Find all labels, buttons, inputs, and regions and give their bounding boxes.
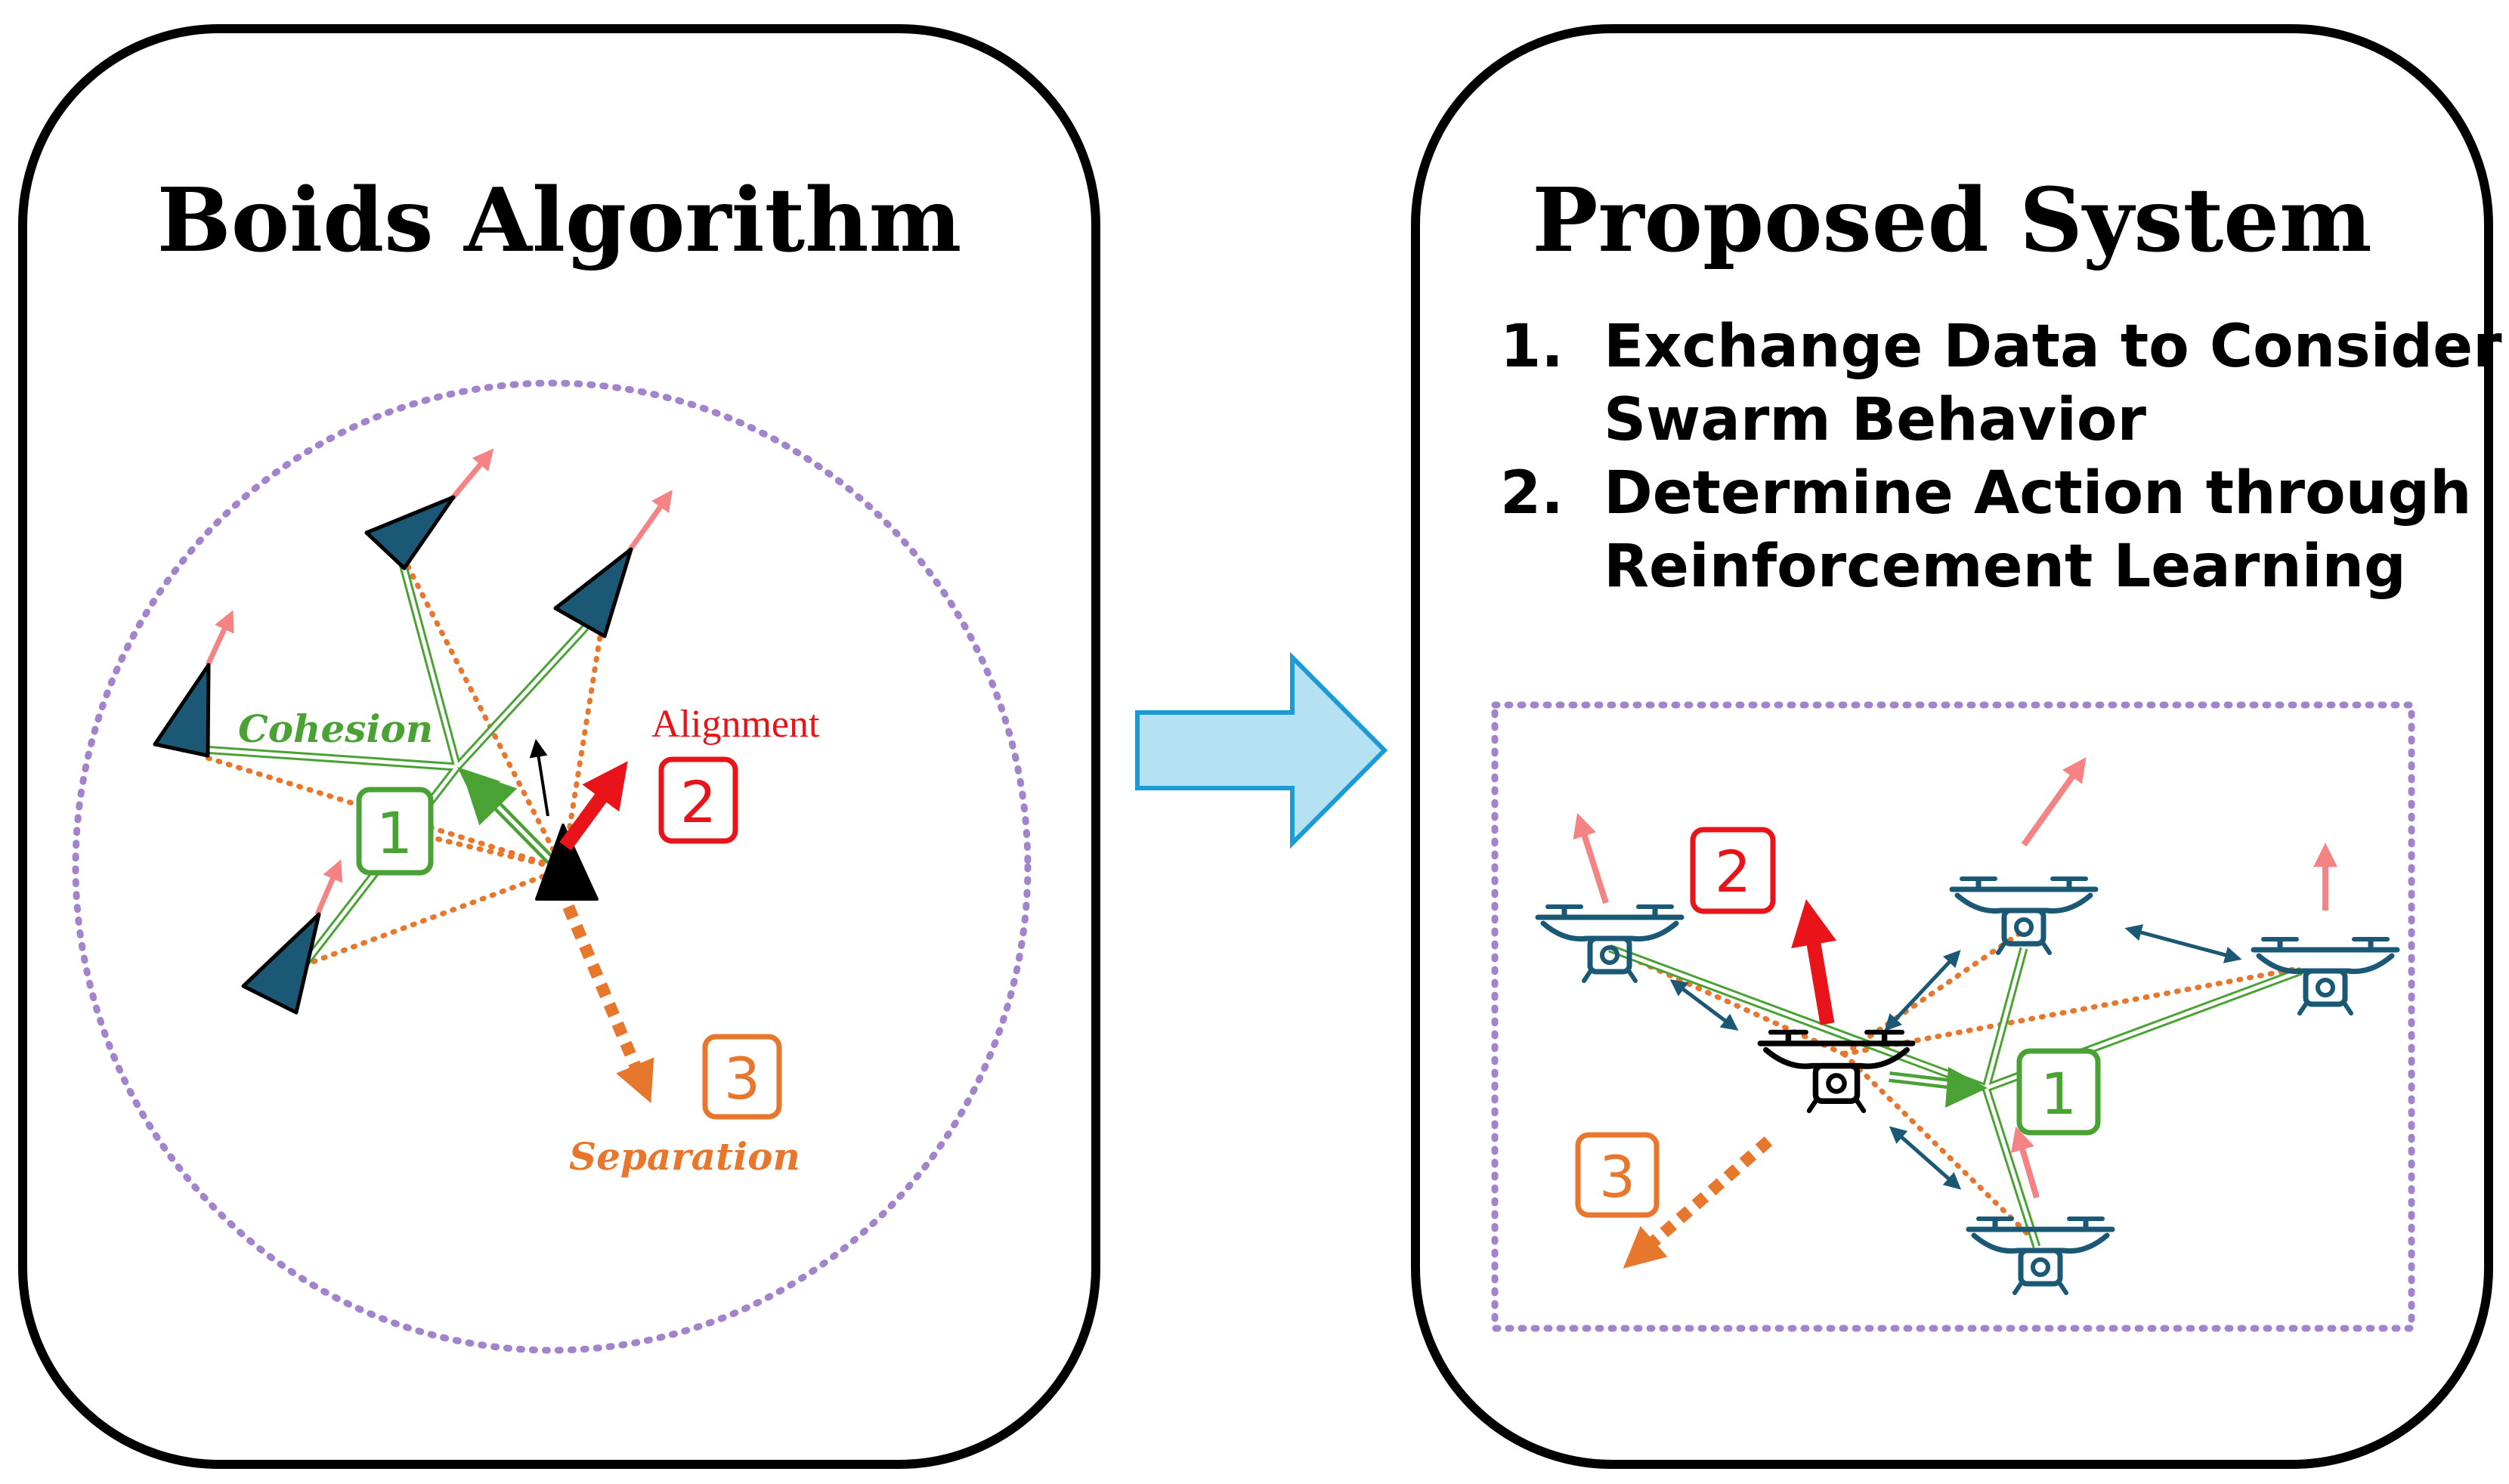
alignment-label: Alignment [651,703,820,746]
alignment-arrow [1791,899,1837,1025]
list-item-2-line1: Determine Action through [1604,459,2472,527]
svg-text:2: 2 [1715,838,1751,905]
right-panel: Proposed System 1. Exchange Data to Cons… [1411,24,2502,1469]
right-panel-frame [1411,24,2493,1469]
left-panel: Boids Algorithm [18,24,1100,1469]
cohesion-arrow [1889,1067,1988,1108]
cohesion-label: Cohesion [238,706,433,751]
heading-arrows [1573,757,2337,1199]
badge-alignment: 2 [1690,827,1776,914]
objectives-list: 1. Exchange Data to Consider Swarm Behav… [1500,313,2502,601]
svg-text:3: 3 [1599,1143,1635,1210]
badge-alignment: 2 [658,756,738,844]
svg-text:1: 1 [2040,1060,2077,1127]
left-panel-frame [18,24,1100,1469]
separation-arrow [1623,1136,1773,1269]
badge-separation: 3 [1575,1132,1660,1218]
list-item-1-number: 1. [1500,313,1564,381]
separation-label: Separation [569,1134,800,1179]
cohesion-arrow [457,767,559,869]
list-item-1-line2: Swarm Behavior [1604,386,2146,454]
alignment-arrow [559,761,628,851]
list-item-2-line2: Reinforcement Learning [1604,533,2406,601]
focal-boid-triangle-icon [535,824,599,901]
heading-arrows [205,448,673,916]
neighbor-boids [153,495,633,1015]
boid-triangle-icon [153,663,211,758]
right-arrow-icon [1135,651,1388,849]
data-exchange-arrows [1669,924,2242,1190]
neighborhood-boundary [72,379,1032,1354]
badge-separation: 3 [702,1034,782,1120]
badge-cohesion: 1 [2016,1048,2101,1136]
list-item-1-line1: Exchange Data to Consider [1604,313,2502,381]
left-panel-title: Boids Algorithm [157,169,962,272]
boid-triangle-icon [241,912,321,1015]
svg-text:2: 2 [680,768,716,836]
badge-cohesion: 1 [356,787,434,876]
boid-triangle-icon [364,495,456,570]
list-item-2-number: 2. [1500,459,1564,527]
focal-heading-arrow [529,738,549,817]
right-panel-title: Proposed System [1532,169,2371,272]
svg-text:1: 1 [376,799,413,867]
boid-triangle-icon [553,547,633,638]
svg-text:3: 3 [724,1045,760,1112]
